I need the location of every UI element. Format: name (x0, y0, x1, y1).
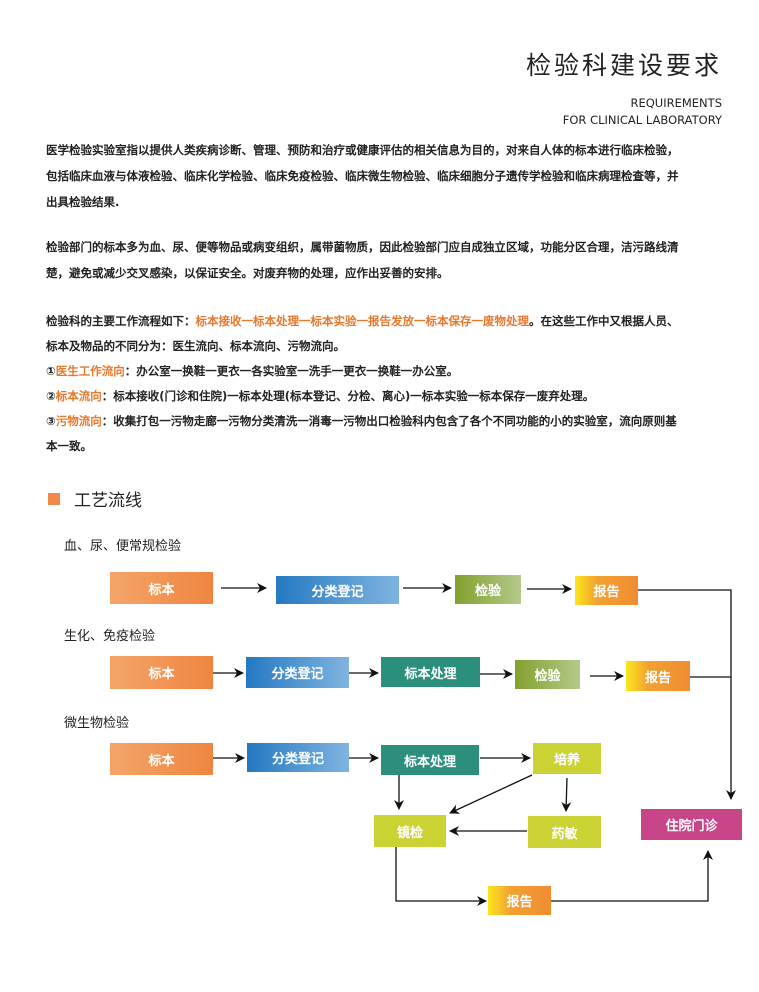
paragraph-intro: 医学检验实验室指以提供人类疾病诊断、管理、预防和治疗或健康评估的相关信息为目的，… (46, 137, 726, 215)
text: 检验科的主要工作流程如下： (46, 314, 196, 328)
paragraph-dept: 检验部门的标本多为血、尿、便等物品或病变组织，属带菌物质，因此检验部门应自成独立… (46, 234, 726, 286)
highlight: 标本接收一标本处理一标本实验一报告发放一标本保存一废物处理 (195, 314, 530, 328)
flow-label-biochem: 生化、免疫检验 (64, 629, 156, 644)
section-title: 工艺流线 (74, 491, 142, 511)
num: ② (46, 389, 56, 403)
node-specimen: 标本 (110, 572, 213, 604)
text: ：办公室一换鞋一更衣一各实验室一洗手一更衣一换鞋一办公室。 (124, 364, 459, 378)
text-line: 本一致。 (46, 439, 92, 453)
node-report: 报告 (626, 661, 690, 691)
node-specimen: 标本 (110, 743, 213, 775)
subtitle-en-1: REQUIREMENTS (630, 96, 723, 110)
flow-waste: ③污物流向：收集打包一污物走廊一污物分类清洗一消毒一污物出口检验科内包含了各个不… (46, 409, 726, 434)
num: ① (46, 364, 56, 378)
paragraph-workflow: 检验科的主要工作流程如下：标本接收一标本处理一标本实验一报告发放一标本保存一废物… (46, 309, 726, 459)
page-title: 检验科建设要求 (525, 51, 722, 80)
flow-doctor: ①医生工作流向：办公室一换鞋一更衣一各实验室一洗手一更衣一换鞋一办公室。 (46, 359, 726, 384)
text-line: 医学检验实验室指以提供人类疾病诊断、管理、预防和治疗或健康评估的相关信息为目的，… (46, 143, 679, 157)
node-test: 检验 (515, 660, 580, 689)
highlight: 污物流向 (55, 414, 102, 428)
node-report: 报告 (488, 886, 551, 915)
node-report: 报告 (575, 576, 638, 605)
section-heading: 工艺流线 (48, 486, 142, 511)
subtitle-en-2: FOR CLINICAL LABORATORY (562, 113, 722, 127)
node-test: 检验 (455, 575, 521, 604)
flow-label-routine: 血、尿、便常规检验 (64, 539, 182, 554)
node-inpatient-outpatient: 住院门诊 (641, 809, 742, 840)
text-line: 出具检验结果. (46, 195, 120, 209)
square-bullet-icon (48, 493, 60, 505)
highlight: 标本流向 (55, 389, 102, 403)
flow-label-micro: 微生物检验 (64, 716, 130, 731)
text-line: 包括临床血液与体液检验、临床化学检验、临床免疫检验、临床微生物检验、临床细胞分子… (46, 169, 679, 183)
text-line: 检验部门的标本多为血、尿、便等物品或病变组织，属带菌物质，因此检验部门应自成独立… (46, 240, 679, 254)
text: 。在这些工作中又根据人员、 (529, 314, 679, 328)
text-line: 楚，避免或减少交叉感染，以保证安全。对废弃物的处理，应作出妥善的安排。 (46, 266, 449, 280)
text: ：标本接收(门诊和住院)一标本处理(标本登记、分检、离心)一标本实验一标本保存一… (101, 389, 595, 403)
text: ：收集打包一污物走廊一污物分类清洗一消毒一污物出口检验科内包含了各个不同功能的小… (101, 414, 677, 428)
node-microscopy: 镜检 (374, 815, 446, 847)
node-registration: 分类登记 (246, 657, 349, 688)
flow-specimen: ②标本流向：标本接收(门诊和住院)一标本处理(标本登记、分检、离心)一标本实验一… (46, 384, 726, 409)
num: ③ (46, 414, 56, 428)
node-processing: 标本处理 (381, 745, 479, 775)
text-line: 标本及物品的不同分为：医生流向、标本流向、污物流向。 (46, 339, 345, 353)
node-processing: 标本处理 (381, 657, 480, 687)
node-specimen: 标本 (110, 656, 213, 689)
text-line: 检验科的主要工作流程如下：标本接收一标本处理一标本实验一报告发放一标本保存一废物… (46, 309, 726, 334)
node-registration: 分类登记 (276, 576, 399, 604)
highlight: 医生工作流向 (55, 364, 125, 378)
node-culture: 培养 (533, 743, 601, 774)
node-susceptibility: 药敏 (528, 816, 601, 848)
node-registration: 分类登记 (247, 743, 349, 772)
